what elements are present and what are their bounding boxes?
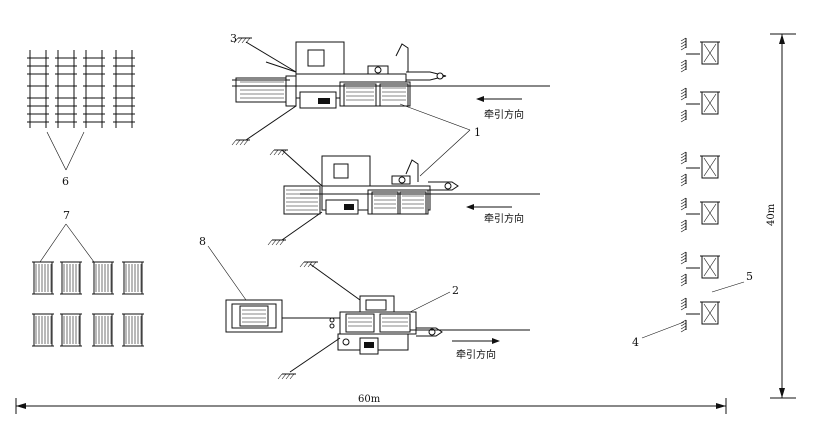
ground-anchor bbox=[231, 139, 250, 146]
callout-4-label: 4 bbox=[632, 336, 639, 349]
callout-1: 1 bbox=[399, 103, 481, 177]
cable-reel bbox=[122, 313, 144, 347]
frame-stack bbox=[83, 50, 105, 128]
cable-reel bbox=[60, 313, 82, 347]
callout-5-label: 5 bbox=[746, 270, 753, 283]
ground-anchor-group bbox=[231, 37, 318, 380]
ground-anchor bbox=[269, 149, 288, 156]
ground-anchor bbox=[233, 37, 252, 44]
callout-8-label: 8 bbox=[199, 235, 206, 248]
cable-reel bbox=[32, 313, 54, 347]
pull-direction-label-1: 牵引方向 bbox=[484, 108, 524, 121]
callout-7: 7 bbox=[39, 209, 95, 263]
frame-stack bbox=[27, 50, 49, 128]
callout-6: 6 bbox=[46, 131, 85, 188]
callout-6-label: 6 bbox=[62, 175, 69, 188]
cable-reel bbox=[92, 261, 114, 295]
callout-7-label: 7 bbox=[63, 209, 70, 222]
tension-machine-middle bbox=[281, 149, 540, 241]
cable-reel bbox=[60, 261, 82, 295]
bull-wheel-drum bbox=[343, 83, 409, 107]
callout-8: 8 bbox=[199, 235, 247, 301]
pull-direction-label-2: 牵引方向 bbox=[484, 212, 524, 225]
height-dimension: 40m bbox=[766, 33, 796, 399]
callout-1-label: 1 bbox=[474, 126, 481, 139]
pull-direction-arrow-1: 牵引方向 bbox=[476, 96, 524, 121]
pull-direction-arrow-3: 牵引方向 bbox=[452, 338, 500, 361]
frame-stack bbox=[55, 50, 77, 128]
frame-stack bbox=[113, 50, 135, 128]
cable-reel bbox=[32, 261, 54, 295]
pulley-block bbox=[680, 87, 720, 123]
puller-machine-bottom bbox=[225, 263, 530, 373]
tension-machine-top bbox=[232, 41, 550, 141]
callout-3-label: 3 bbox=[230, 32, 237, 45]
pull-direction-label-3: 牵引方向 bbox=[456, 348, 496, 361]
width-dimension-label: 60m bbox=[358, 394, 381, 405]
callout-2: 2 bbox=[409, 284, 459, 313]
pulley-block bbox=[680, 151, 720, 187]
cable-reel bbox=[122, 261, 144, 295]
pulley-block bbox=[680, 197, 720, 233]
ground-anchor bbox=[267, 239, 286, 246]
ground-anchor bbox=[299, 261, 318, 268]
pulley-block bbox=[680, 251, 720, 287]
pulley-block-group bbox=[680, 37, 720, 333]
callout-2-label: 2 bbox=[452, 284, 459, 297]
ground-anchor bbox=[277, 373, 296, 380]
frame-stack-group bbox=[27, 50, 135, 128]
height-dimension-label: 40m bbox=[766, 203, 777, 226]
pulley-block bbox=[680, 37, 720, 73]
width-dimension: 60m bbox=[15, 394, 727, 414]
cable-reel bbox=[92, 313, 114, 347]
callout-5: 5 bbox=[711, 270, 753, 293]
bull-wheel-drum bbox=[371, 191, 427, 215]
pull-direction-arrow-2: 牵引方向 bbox=[466, 204, 524, 225]
cable-reel-group bbox=[32, 261, 144, 347]
bull-wheel-drum bbox=[345, 313, 411, 333]
callout-4: 4 bbox=[632, 321, 685, 349]
pulley-block bbox=[680, 297, 720, 333]
